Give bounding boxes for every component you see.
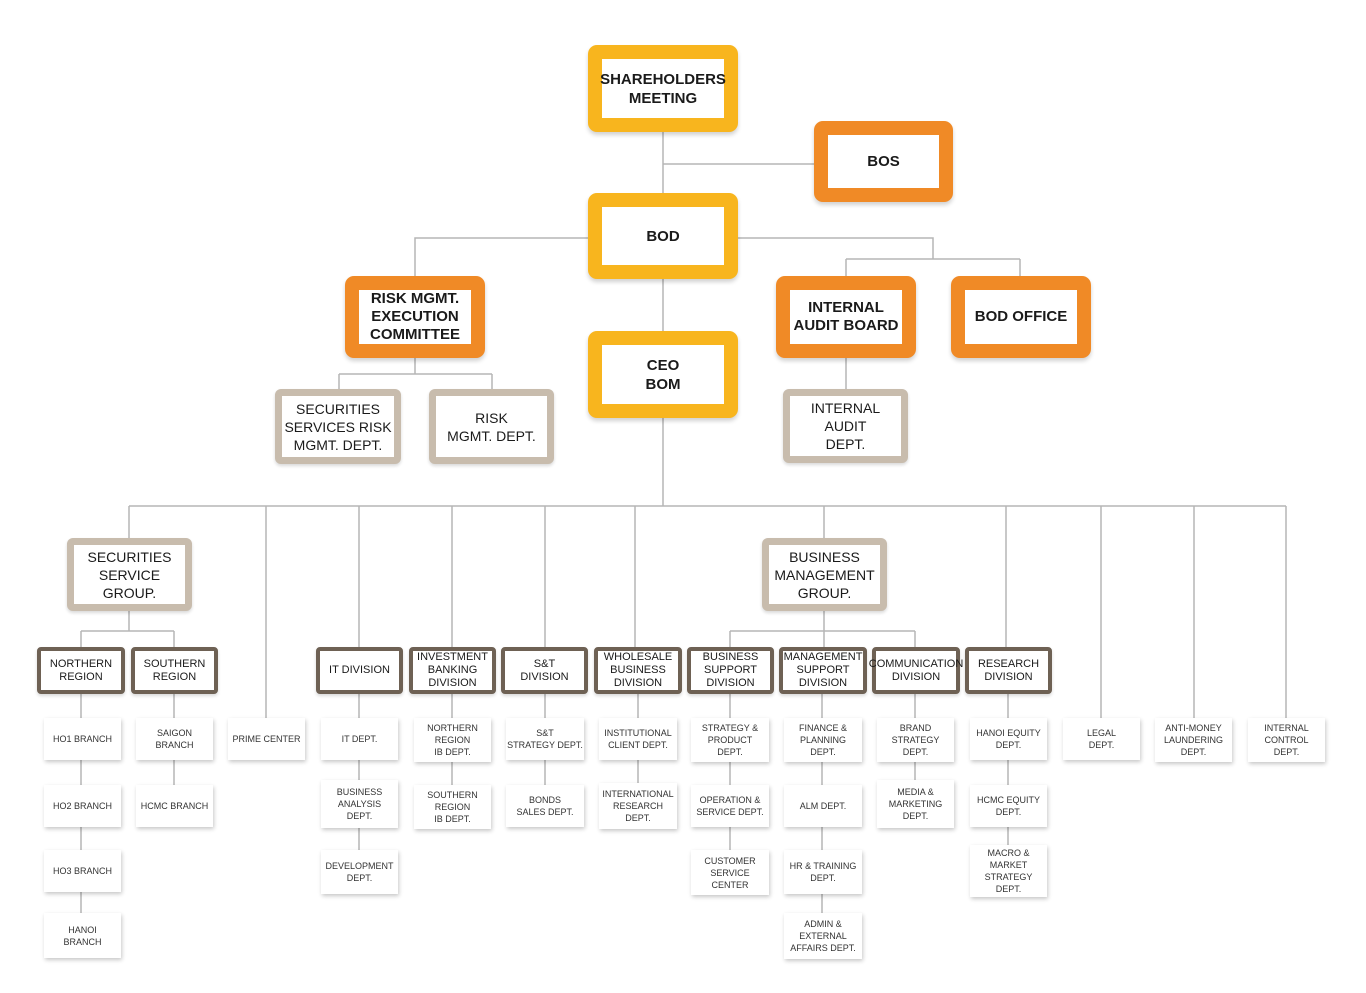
customer-service-center-box: CUSTOMER SERVICE CENTER bbox=[691, 850, 769, 895]
northern-region-ib-dept-box: NORTHERN REGION IB DEPT. bbox=[414, 718, 491, 762]
strategy-product-dept-box: STRATEGY & PRODUCT DEPT. bbox=[691, 718, 769, 762]
business-management-group-box: BUSINESS MANAGEMENT GROUP. bbox=[762, 538, 887, 611]
media-marketing-dept-box: MEDIA & MARKETING DEPT. bbox=[877, 780, 954, 828]
prime-center-box: PRIME CENTER bbox=[228, 718, 305, 760]
securities-service-group-box: SECURITIES SERVICE GROUP. bbox=[67, 538, 192, 611]
bod-office-box: BOD OFFICE bbox=[951, 276, 1091, 358]
st-strategy-dept-box: S&T STRATEGY DEPT. bbox=[506, 718, 584, 760]
business-analysis-dept-box: BUSINESS ANALYSIS DEPT. bbox=[321, 780, 398, 828]
hcmc-equity-dept-box: HCMC EQUITY DEPT. bbox=[970, 785, 1047, 827]
hanoi-branch-box: HANOI BRANCH bbox=[44, 913, 121, 958]
risk-mgmt-dept-box: RISK MGMT. DEPT. bbox=[429, 389, 554, 464]
ceo-bom-box: CEO BOM bbox=[588, 331, 738, 418]
shareholders-meeting-box: SHAREHOLDERS MEETING bbox=[588, 45, 738, 132]
securities-services-risk-box: SECURITIES SERVICES RISK MGMT. DEPT. bbox=[275, 389, 401, 464]
saigon-branch-box: SAIGON BRANCH bbox=[136, 718, 213, 760]
it-division-box: IT DIVISION bbox=[316, 647, 403, 694]
hcmc-branch-box: HCMC BRANCH bbox=[136, 785, 213, 827]
admin-external-affairs-dept-box: ADMIN & EXTERNAL AFFAIRS DEPT. bbox=[784, 913, 862, 959]
bonds-sales-dept-box: BONDS SALES DEPT. bbox=[506, 785, 584, 827]
macro-market-strategy-dept-box: MACRO & MARKET STRATEGY DEPT. bbox=[970, 845, 1047, 897]
business-support-division-box: BUSINESS SUPPORT DIVISION bbox=[687, 647, 774, 694]
bos-box: BOS bbox=[814, 121, 953, 202]
hanoi-equity-dept-box: HANOI EQUITY DEPT. bbox=[970, 718, 1047, 760]
ho1-branch-box: HO1 BRANCH bbox=[44, 718, 121, 760]
brand-strategy-dept-box: BRAND STRATEGY DEPT. bbox=[877, 718, 954, 762]
southern-region-ib-dept-box: SOUTHERN REGION IB DEPT. bbox=[414, 785, 491, 829]
operation-service-dept-box: OPERATION & SERVICE DEPT. bbox=[691, 785, 769, 827]
it-dept-box: IT DEPT. bbox=[321, 718, 398, 760]
international-research-dept-box: INTERNATIONAL RESEARCH DEPT. bbox=[599, 783, 677, 829]
southern-region-box: SOUTHERN REGION bbox=[131, 647, 218, 694]
investment-banking-division-box: INVESTMENT BANKING DIVISION bbox=[409, 647, 496, 694]
internal-audit-board-box: INTERNAL AUDIT BOARD bbox=[776, 276, 916, 358]
northern-region-box: NORTHERN REGION bbox=[37, 647, 125, 694]
bod-box: BOD bbox=[588, 193, 738, 279]
internal-control-dept-box: INTERNAL CONTROL DEPT. bbox=[1248, 718, 1325, 762]
st-division-box: S&T DIVISION bbox=[501, 647, 588, 694]
legal-dept-box: LEGAL DEPT. bbox=[1063, 718, 1140, 760]
development-dept-box: DEVELOPMENT DEPT. bbox=[321, 850, 398, 894]
anti-money-laundering-dept-box: ANTI-MONEY LAUNDERING DEPT. bbox=[1155, 718, 1232, 762]
management-support-division-box: MANAGEMENT SUPPORT DIVISION bbox=[779, 647, 867, 694]
ho2-branch-box: HO2 BRANCH bbox=[44, 785, 121, 827]
institutional-client-dept-box: INSTITUTIONAL CLIENT DEPT. bbox=[599, 718, 677, 760]
finance-planning-dept-box: FINANCE & PLANNING DEPT. bbox=[784, 718, 862, 762]
research-division-box: RESEARCH DIVISION bbox=[965, 647, 1052, 694]
alm-dept-box: ALM DEPT. bbox=[784, 785, 862, 827]
communication-division-box: COMMUNICATION DIVISION bbox=[869, 647, 963, 694]
ho3-branch-box: HO3 BRANCH bbox=[44, 850, 121, 892]
internal-audit-dept-box: INTERNAL AUDIT DEPT. bbox=[783, 389, 908, 463]
wholesale-business-division-box: WHOLESALE BUSINESS DIVISION bbox=[594, 647, 682, 694]
risk-committee-box: RISK MGMT. EXECUTION COMMITTEE bbox=[345, 276, 485, 358]
hr-training-dept-box: HR & TRAINING DEPT. bbox=[784, 850, 862, 894]
